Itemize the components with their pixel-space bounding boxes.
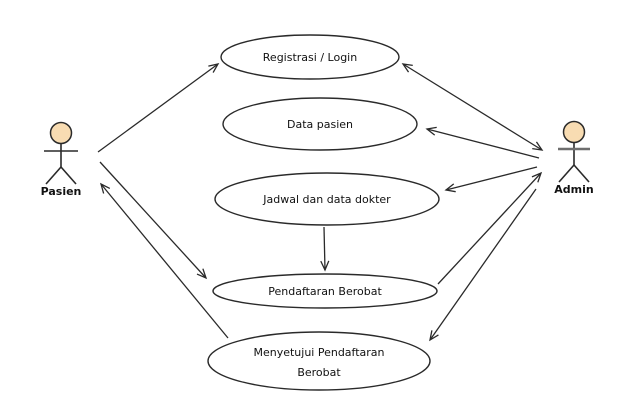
usecase-label-data-pasien: Data pasien [287,118,353,131]
usecase-label-jadwal-dokter: Jadwal dan data dokter [262,193,391,206]
edge-menyetujui-to-pasien [99,182,229,339]
actor-admin-head [562,120,586,144]
edge-admin-to-jadwal-dokter [444,166,538,193]
edge-jadwal-to-pendaftaran [320,226,330,272]
actor-admin: Admin [554,120,594,196]
usecase-registrasi-login: Registrasi / Login [220,34,400,80]
usecase-ellipse [212,273,438,309]
edge-pasien-to-registrasi-login [97,63,220,153]
actor-pasien: Pasien [41,121,82,198]
usecase-ellipse [207,331,431,391]
usecase-label-menyetujui-line1: Menyetujui Pendaftaran [253,346,384,359]
usecase-pendaftaran-berobat: Pendaftaran Berobat [212,273,438,309]
actor-admin-leg-left [558,164,575,183]
edge-pendaftaran-to-admin [437,171,543,285]
usecase-ellipse [220,34,400,80]
usecase-label-registrasi-login: Registrasi / Login [263,51,357,64]
actor-pasien-leg-right [60,166,77,185]
actor-pasien-label: Pasien [41,185,82,198]
usecase-jadwal-dan-data-dokter: Jadwal dan data dokter [214,172,440,226]
usecase-ellipse [222,97,418,151]
actor-admin-label: Admin [554,183,593,196]
edge-admin-to-menyetujui [429,188,537,342]
actor-pasien-leg-left [45,166,62,185]
usecase-data-pasien: Data pasien [222,97,418,151]
actor-pasien-head [49,121,73,145]
edge-pasien-to-pendaftaran-berobat [99,161,208,280]
actor-admin-leg-right [573,164,590,183]
usecase-label-menyetujui-line2: Berobat [297,366,341,379]
usecase-label-pendaftaran-berobat: Pendaftaran Berobat [268,285,382,298]
usecase-menyetujui-pendaftaran-berobat: Menyetujui Pendaftaran Berobat [207,331,431,391]
edge-admin-to-data-pasien [425,126,540,159]
edge-registrasi-login-admin [401,63,544,151]
usecase-ellipse [214,172,440,226]
